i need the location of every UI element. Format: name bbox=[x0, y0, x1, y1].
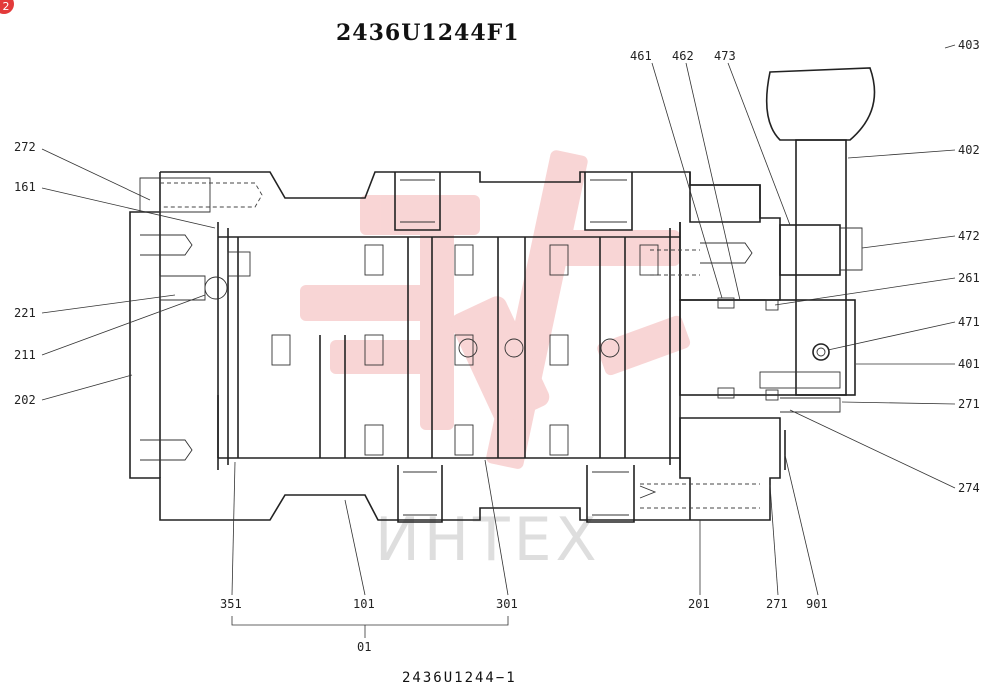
callout-221: 221 bbox=[14, 306, 36, 320]
callout-301: 301 bbox=[496, 597, 518, 611]
callout-351: 351 bbox=[220, 597, 242, 611]
drawing-number-footer: 2436U1244−1 bbox=[402, 670, 517, 686]
corner-badge-text: 2 bbox=[2, 0, 10, 13]
callout-261: 261 bbox=[958, 271, 980, 285]
callout-274: 274 bbox=[958, 481, 980, 495]
lever-assembly bbox=[679, 67, 876, 470]
callout-462: 462 bbox=[672, 49, 694, 63]
callout-101: 101 bbox=[353, 597, 375, 611]
callout-01: 01 bbox=[357, 640, 371, 654]
callout-471: 471 bbox=[958, 315, 980, 329]
callout-271-bottom: 271 bbox=[766, 597, 788, 611]
spool bbox=[217, 237, 659, 458]
callout-472: 472 bbox=[958, 229, 980, 243]
callout-901: 901 bbox=[806, 597, 828, 611]
callout-403: 403 bbox=[958, 38, 980, 52]
callout-401: 401 bbox=[958, 357, 980, 371]
callout-202: 202 bbox=[14, 393, 36, 407]
callout-labels: 272 161 221 211 202 461 462 473 403 402 … bbox=[14, 38, 980, 654]
spool-ports bbox=[394, 172, 635, 523]
drawing-title: 2436U1244F1 bbox=[336, 20, 520, 46]
callout-161: 161 bbox=[14, 180, 36, 194]
callout-461: 461 bbox=[630, 49, 652, 63]
leader-lines bbox=[41, 44, 956, 638]
callout-211: 211 bbox=[14, 348, 36, 362]
callout-272-left: 272 bbox=[14, 140, 36, 154]
callout-473: 473 bbox=[714, 49, 736, 63]
watermark-text: ИНТЕХ bbox=[375, 505, 601, 575]
callout-402: 402 bbox=[958, 143, 980, 157]
corner-badge: 2 bbox=[0, 0, 14, 14]
callout-201: 201 bbox=[688, 597, 710, 611]
callout-271-right: 271 bbox=[958, 397, 980, 411]
